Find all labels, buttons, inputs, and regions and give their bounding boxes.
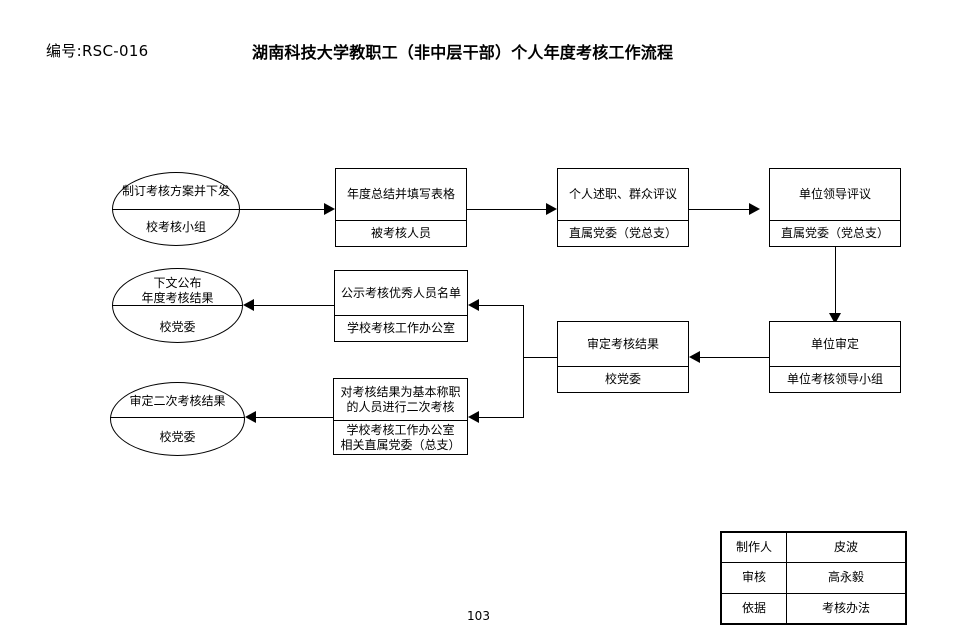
node-summary-task: 年度总结并填写表格 <box>336 169 466 221</box>
arrowhead-leader-review-to-unit-approval-icon <box>829 313 841 324</box>
connector-report-to-leader-review <box>689 209 749 210</box>
node-school-approval-task: 审定考核结果 <box>558 322 688 367</box>
node-publish-task-line1: 下文公布 <box>153 276 202 290</box>
node-report-owner: 直属党委（党总支） <box>568 226 677 240</box>
node-summary-owner: 被考核人员 <box>370 226 431 240</box>
node-second-review-task-line2: 的人员进行二次考核 <box>346 399 455 414</box>
node-second-approval-divider <box>110 417 245 418</box>
arrowhead-report-to-leader-review-icon <box>749 203 760 215</box>
arrowhead-branch-to-publicity-icon <box>468 299 479 311</box>
signoff-key-author: 制作人 <box>721 531 787 564</box>
node-second-approval: 审定二次考核结果 校党委 <box>110 382 245 456</box>
arrowhead-publicity-to-publish-icon <box>243 299 254 311</box>
node-publicity: 公示考核优秀人员名单 学校考核工作办公室 <box>334 270 468 342</box>
node-leader-review-task: 单位领导评议 <box>770 169 900 221</box>
node-plan-owner: 校考核小组 <box>145 219 206 234</box>
node-unit-approval-owner: 单位考核领导小组 <box>786 372 883 386</box>
arrowhead-branch-to-second-review-icon <box>468 411 479 423</box>
table-row: 审核 高永毅 <box>721 562 906 594</box>
signoff-table: 制作人 皮波 审核 高永毅 依据 考核办法 <box>720 531 907 625</box>
node-report-task: 个人述职、群众评议 <box>558 169 688 221</box>
page-number: 103 <box>467 609 490 623</box>
connector-publicity-to-publish <box>254 305 334 306</box>
connector-branch-to-publicity <box>479 305 524 306</box>
arrowhead-summary-to-report-icon <box>546 203 557 215</box>
node-publicity-owner: 学校考核工作办公室 <box>346 321 455 335</box>
connector-second-review-to-second-approval <box>256 417 333 418</box>
arrowhead-second-review-to-second-approval-icon <box>245 411 256 423</box>
signoff-value-author: 皮波 <box>786 531 906 564</box>
node-summary: 年度总结并填写表格 被考核人员 <box>335 168 467 247</box>
node-second-approval-task: 审定二次考核结果 <box>129 393 226 408</box>
node-second-approval-owner: 校党委 <box>159 429 196 444</box>
signoff-key-reviewer: 审核 <box>721 562 787 594</box>
node-second-review-owner-line1: 学校考核工作办公室 <box>346 422 455 437</box>
signoff-key-basis: 依据 <box>721 592 787 625</box>
connector-leader-review-to-unit-approval <box>835 247 836 321</box>
table-row: 依据 考核办法 <box>721 592 906 625</box>
node-publish-divider <box>112 305 243 306</box>
connector-school-approval-branch-stub <box>523 357 557 358</box>
node-publish-task: 下文公布 年度考核结果 <box>113 269 242 313</box>
node-publish-owner: 校党委 <box>159 320 196 334</box>
node-unit-approval: 单位审定 单位考核领导小组 <box>769 321 901 393</box>
node-unit-approval-task: 单位审定 <box>770 322 900 367</box>
node-second-review-owner: 学校考核工作办公室 相关直属党委（总支） <box>334 421 467 454</box>
node-plan-task: 制订考核方案并下发 <box>121 183 230 198</box>
signoff-table-body: 制作人 皮波 审核 高永毅 依据 考核办法 <box>721 531 906 625</box>
connector-branch-to-second-review <box>479 417 524 418</box>
node-publish-task-line2: 年度考核结果 <box>141 291 214 305</box>
node-report: 个人述职、群众评议 直属党委（党总支） <box>557 168 689 247</box>
node-leader-review: 单位领导评议 直属党委（党总支） <box>769 168 901 247</box>
arrowhead-unit-approval-to-school-approval-icon <box>689 351 700 363</box>
table-row: 制作人 皮波 <box>721 531 906 564</box>
node-leader-review-owner: 直属党委（党总支） <box>780 226 889 240</box>
node-second-review-task-line1: 对考核结果为基本称职 <box>340 384 461 399</box>
page-title: 湖南科技大学教职工（非中层干部）个人年度考核工作流程 <box>252 43 674 62</box>
signoff-value-basis: 考核办法 <box>786 592 906 625</box>
document-code: 编号:RSC-016 <box>46 42 149 60</box>
node-school-approval: 审定考核结果 校党委 <box>557 321 689 393</box>
node-second-review-task: 对考核结果为基本称职 的人员进行二次考核 <box>334 379 467 421</box>
connector-school-approval-branch-riser <box>523 305 524 417</box>
connector-unit-approval-to-school-approval <box>700 357 769 358</box>
signoff-value-reviewer: 高永毅 <box>786 562 906 594</box>
node-publicity-task: 公示考核优秀人员名单 <box>335 271 467 316</box>
connector-summary-to-report <box>467 209 546 210</box>
connector-plan-to-summary <box>240 209 324 210</box>
node-second-review: 对考核结果为基本称职 的人员进行二次考核 学校考核工作办公室 相关直属党委（总支… <box>333 378 468 455</box>
node-second-review-owner-line2: 相关直属党委（总支） <box>340 437 461 452</box>
arrowhead-plan-to-summary-icon <box>324 203 335 215</box>
node-plan-divider <box>112 209 240 210</box>
node-school-approval-owner: 校党委 <box>604 372 641 386</box>
